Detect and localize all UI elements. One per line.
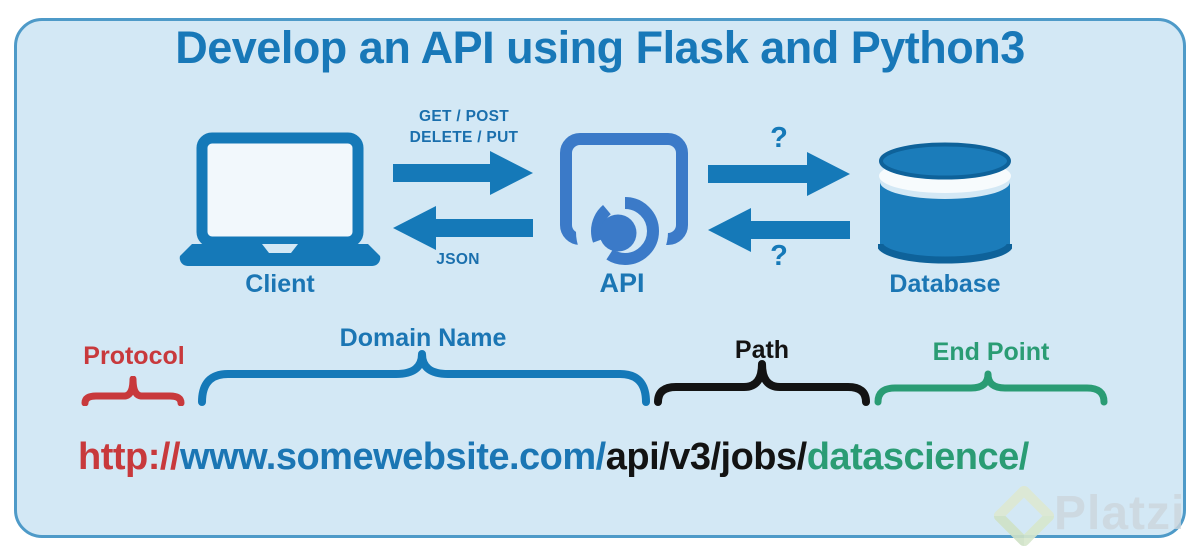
domain-name-label: Domain Name [339, 324, 507, 352]
arrow-right-api-to-db-icon [708, 152, 850, 196]
endpoint-label: End Point [932, 338, 1050, 366]
protocol-brace-icon [81, 376, 185, 406]
diagram-card [14, 18, 1186, 538]
platzi-watermark-text: Platzi [1054, 487, 1186, 540]
arrow-right-client-to-api-icon [393, 151, 533, 195]
api-db-response-question: ? [770, 240, 788, 272]
url-endpoint-segment: datascience/ [806, 436, 1030, 478]
page-title: Develop an API using Flask and Python3 [175, 22, 1025, 73]
endpoint-brace-icon [874, 370, 1108, 406]
protocol-label: Protocol [83, 342, 185, 370]
response-json-label: JSON [436, 251, 480, 268]
url-domain-segment: www.somewebsite.com/ [180, 436, 606, 478]
request-methods-line2: DELETE / PUT [409, 129, 519, 146]
arrow-left-api-to-client-icon [393, 206, 533, 250]
domain-brace-icon [198, 350, 650, 406]
client-label: Client [245, 270, 315, 298]
path-brace-icon [654, 360, 870, 406]
database-cylinder-icon [878, 142, 1012, 264]
database-label: Database [889, 270, 1001, 298]
path-label: Path [734, 336, 790, 364]
api-db-request-question: ? [770, 122, 788, 154]
api-window-icon [560, 133, 688, 268]
request-methods-line1: GET / POST [419, 108, 509, 125]
url-path-segment: api/v3/jobs/ [605, 436, 807, 478]
api-label: API [599, 268, 645, 298]
laptop-icon [179, 132, 381, 267]
example-url: http://www.somewebsite.com/api/v3/jobs/d… [78, 436, 1029, 479]
url-protocol-segment: http:// [78, 436, 181, 478]
arrow-left-db-to-api-icon [708, 208, 850, 252]
